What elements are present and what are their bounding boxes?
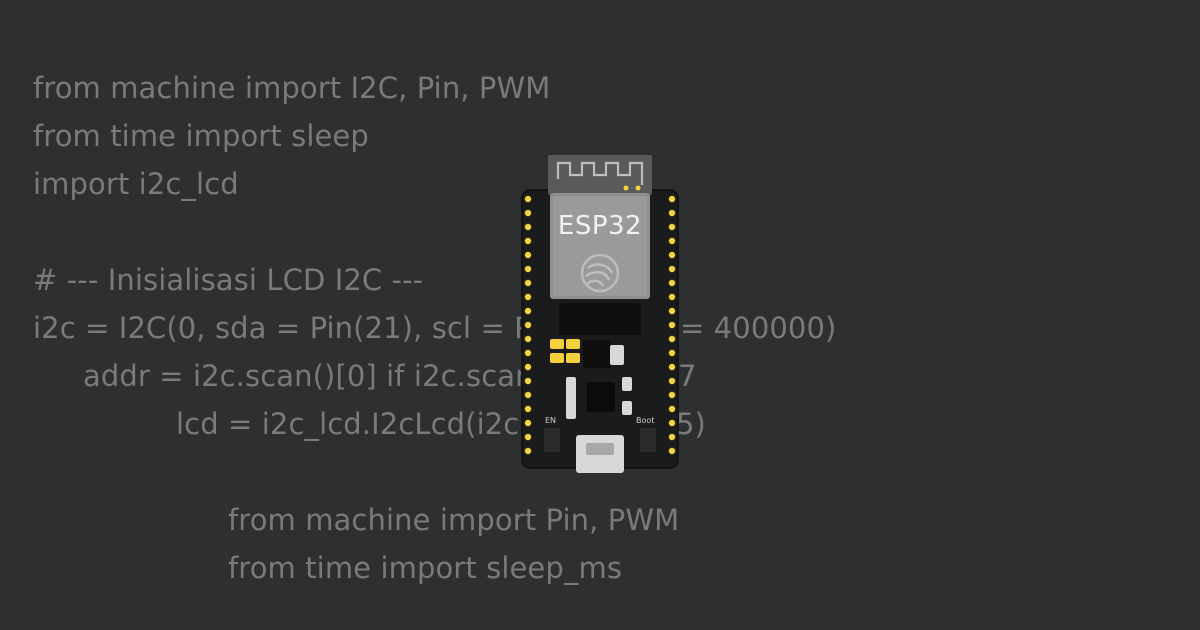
code-line-7-tail: 5) [676, 407, 706, 441]
code-line-9: from time import sleep_ms [228, 551, 623, 585]
resistor-array [566, 377, 576, 419]
antenna-trace [556, 161, 644, 185]
led-component [566, 353, 580, 363]
led-component [566, 339, 580, 349]
led-component [550, 339, 564, 349]
code-line-1: from machine import I2C, Pin, PWM [33, 71, 551, 105]
esp32-board-graphic: EN Boot [521, 155, 679, 473]
espressif-logo-icon [580, 253, 620, 293]
code-line-3: import i2c_lcd [33, 167, 239, 201]
code-line-8: from machine import Pin, PWM [228, 503, 680, 537]
boot-button [638, 426, 658, 454]
led-component [550, 353, 564, 363]
regulator-chip-pad [610, 345, 624, 365]
usb-uart-chip [587, 382, 615, 412]
code-line-6-tail: 7 [678, 359, 697, 393]
right-pin-column [668, 195, 676, 455]
rf-shield-inner [553, 196, 647, 296]
antenna-pad [623, 185, 629, 191]
code-line-5: i2c = I2C(0, sda = Pin(21), scl = Pin [33, 311, 558, 345]
esp32-board[interactable]: EN Boot ESP32 [520, 155, 680, 475]
en-button [542, 426, 562, 454]
en-label: EN [545, 416, 556, 425]
antenna-pad [635, 185, 641, 191]
code-line-7: lcd = i2c_lcd.I2cLcd(i2c, [176, 407, 529, 441]
code-line-4: # --- Inisialisasi LCD I2C --- [33, 263, 424, 297]
micro-usb-opening [586, 443, 614, 455]
code-line-6: addr = i2c.scan()[0] if i2c.scan [83, 359, 534, 393]
left-pin-column [524, 195, 532, 455]
small-component [622, 401, 632, 415]
small-component [622, 377, 632, 391]
code-line-5-tail: = 400000) [680, 311, 837, 345]
regulator-chip [583, 340, 611, 368]
boot-label: Boot [636, 416, 654, 425]
module-shadow [559, 303, 641, 335]
code-line-2: from time import sleep [33, 119, 369, 153]
esp32-label: ESP32 [557, 211, 643, 241]
